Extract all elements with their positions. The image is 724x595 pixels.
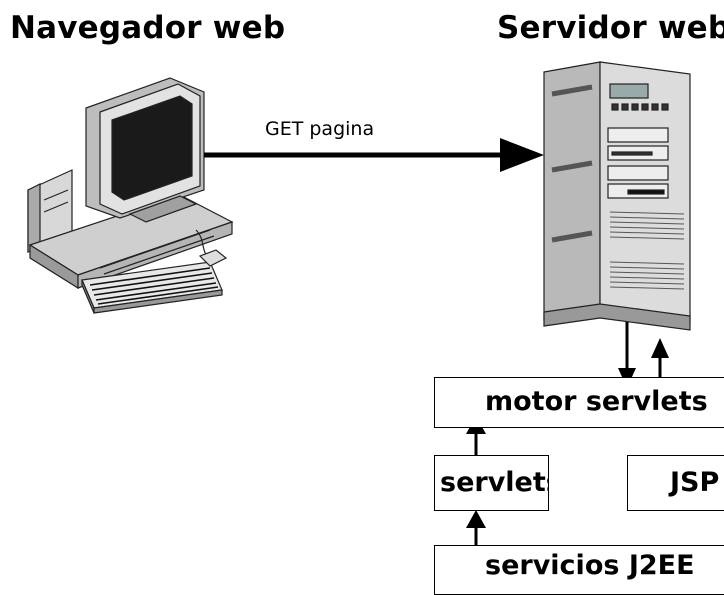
jsp-box: JSP [627,455,724,511]
services-label: servicios J2EE [485,550,695,581]
tower-server-icon [543,61,691,331]
request-label: GET pagina [265,118,375,140]
browser-title: Navegador web [10,10,286,46]
jsp-label: JSP [670,467,720,498]
motor-servlets-label: motor servlets [485,386,708,417]
motor-servlets-box: motor servlets [434,377,724,428]
server-title: Servidor web [497,10,724,46]
servlets-label: servlets [440,467,548,498]
desktop-computer-icon [27,77,234,314]
servlets-box-frame: servlets [434,455,549,511]
services-box: servicios J2EE [434,545,724,595]
request-arrowhead [500,138,544,172]
diagram-canvas [27,61,691,580]
